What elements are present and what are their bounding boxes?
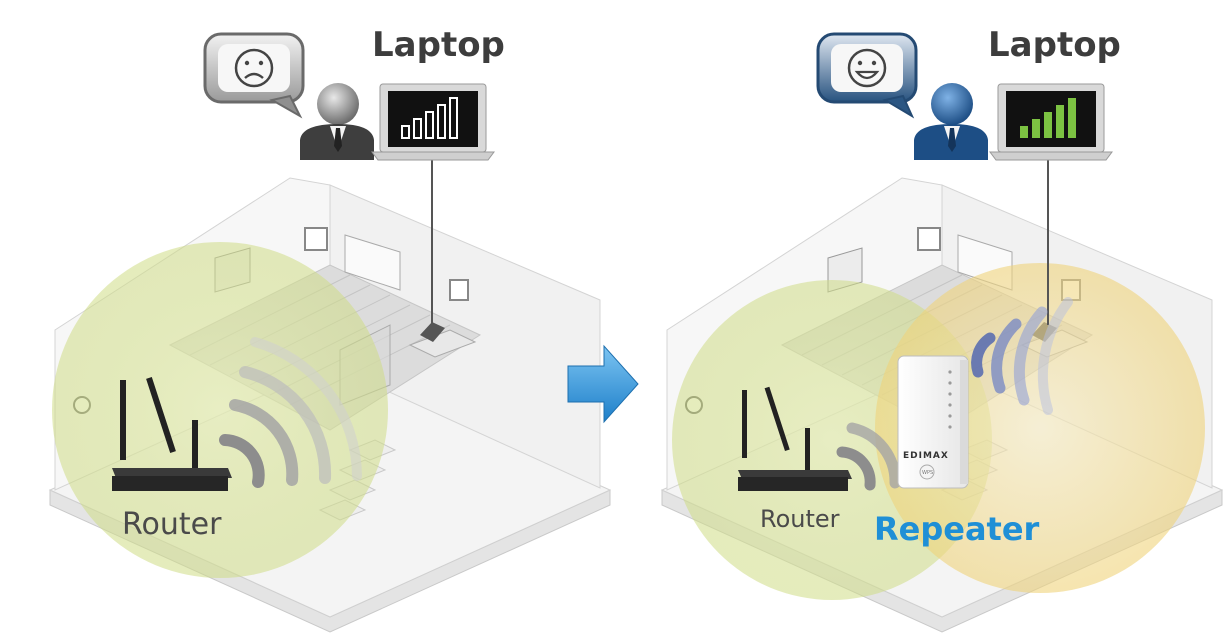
router-label-before: Router (122, 507, 222, 542)
person-icon (914, 83, 988, 160)
wifi-waves-icon (971, 297, 1073, 415)
speech-bubble-before (203, 32, 305, 119)
router-label-after: Router (760, 505, 840, 533)
wifi-waves-icon (836, 422, 901, 491)
laptop-label-after: Laptop (988, 25, 1121, 65)
laptop-icon (989, 83, 1113, 161)
repeater-icon: EDIMAX WPS (897, 355, 969, 489)
wifi-waves-icon (219, 337, 362, 488)
signal-bars-strong (1020, 98, 1076, 138)
laptop-icon (371, 83, 495, 161)
happy-face-icon (847, 48, 887, 88)
repeater-wps-label: WPS (922, 470, 933, 476)
router-coverage-before (52, 242, 388, 578)
repeater-coverage-after (875, 263, 1205, 593)
router-icon (738, 386, 852, 491)
sad-face-icon (234, 48, 274, 88)
speech-bubble-after (816, 32, 918, 119)
router-icon (112, 376, 232, 491)
laptop-label-before: Laptop (372, 25, 505, 65)
person-icon (300, 83, 374, 160)
repeater-label: Repeater (874, 510, 1040, 548)
before-scene: Router (48, 25, 612, 633)
after-scene: Router EDIMAX WPS Repeater (660, 25, 1224, 633)
repeater-brand-label: EDIMAX (903, 451, 949, 461)
arrow-right-icon (567, 344, 639, 424)
signal-bars-weak (401, 97, 458, 139)
